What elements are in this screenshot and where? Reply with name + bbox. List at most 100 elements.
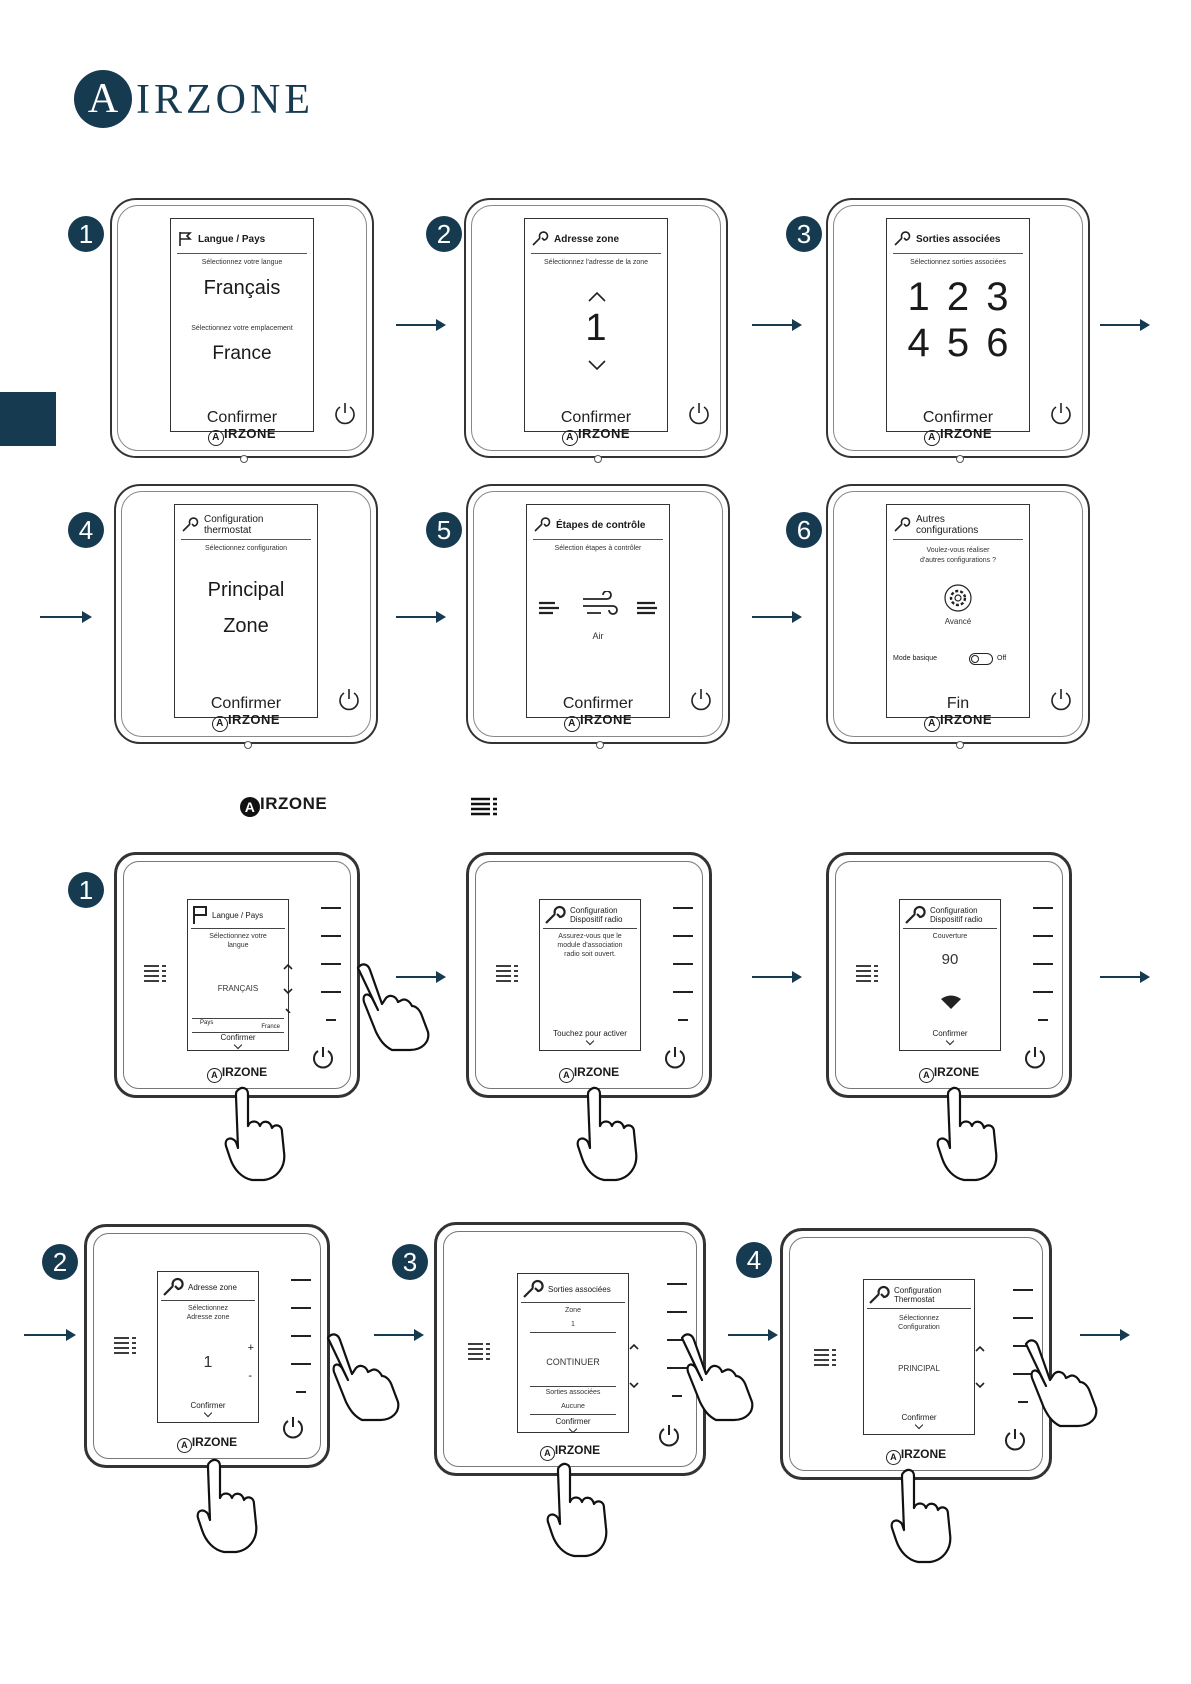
power-icon[interactable] (663, 1045, 687, 1069)
confirm-button[interactable]: Confirmer (210, 695, 282, 712)
config-option-zone[interactable]: Zone (223, 615, 269, 637)
chevron-down-icon[interactable] (587, 359, 607, 371)
pointing-hand-icon (576, 1086, 638, 1182)
power-icon[interactable] (657, 1423, 681, 1447)
config-option-principal[interactable]: Principal (207, 579, 285, 601)
cool-fan-icon[interactable] (635, 599, 659, 617)
menu-icon[interactable] (467, 1341, 491, 1363)
arrow-right (1100, 971, 1150, 983)
screen-title-line2: Thermostat (894, 1295, 935, 1304)
arrow-right (752, 611, 802, 623)
scroll-arrows-icon[interactable] (283, 963, 293, 1013)
continue-option[interactable]: CONTINUER (546, 1357, 600, 1367)
think-device-step2: Adresse zone Sélectionnez l'adresse de l… (464, 198, 728, 463)
confirm-button[interactable]: Confirmer (900, 1029, 1000, 1044)
chevron-up-icon[interactable] (587, 291, 607, 303)
confirm-button[interactable]: Confirmer (562, 695, 634, 712)
menu-icon[interactable] (813, 1347, 837, 1369)
touch-keys[interactable] (291, 1279, 311, 1419)
screen-title-line1: Configuration (570, 906, 618, 915)
arrow-right (752, 319, 802, 331)
confirm-button[interactable]: Confirmer (206, 409, 278, 426)
blueface-screen: Langue / Pays Sélectionnez votre langue … (187, 899, 289, 1051)
scroll-arrows-icon[interactable] (975, 1345, 985, 1391)
confirm-button[interactable]: Confirmer (864, 1413, 974, 1428)
screen-text: Sélectionnez (187, 1305, 229, 1312)
heat-fan-icon[interactable] (537, 597, 563, 619)
confirm-button[interactable]: Confirmer (518, 1417, 628, 1432)
touch-keys[interactable] (321, 907, 341, 1047)
touch-keys[interactable] (673, 907, 693, 1047)
screen-title-line2: configurations (916, 525, 979, 536)
power-icon[interactable] (281, 1415, 305, 1439)
pointing-hand-icon (326, 1333, 400, 1422)
touch-keys[interactable] (1013, 1289, 1033, 1429)
menu-icon[interactable] (143, 963, 167, 985)
touch-to-activate-button[interactable]: Touchez pour activer (540, 1029, 640, 1044)
zone-address-value: 1 (203, 1354, 213, 1371)
power-icon[interactable] (311, 1045, 335, 1069)
confirm-button[interactable]: Confirmer (188, 1033, 288, 1048)
advanced-label: Avancé (944, 617, 972, 626)
arrow-right (752, 971, 802, 983)
menu-icon[interactable] (855, 963, 879, 985)
screen-title: Langue / Pays (198, 233, 266, 245)
country-value[interactable]: France (261, 1024, 280, 1030)
country-value[interactable]: France (212, 343, 272, 364)
pointing-hand-icon (936, 1086, 998, 1182)
screen-subtitle: Sélection étapes à contrôler (554, 545, 642, 552)
arrow-right (40, 611, 92, 623)
gear-icon[interactable] (943, 583, 973, 613)
blueface-device-step1: Langue / Pays Sélectionnez votre langue … (114, 852, 360, 1098)
confirm-button[interactable]: Confirmer (158, 1401, 258, 1416)
screen-text: Adresse zone (186, 1314, 230, 1321)
wrench-icon (163, 1277, 184, 1296)
power-icon[interactable] (1023, 1045, 1047, 1069)
divider (530, 1386, 616, 1387)
power-icon[interactable] (336, 686, 362, 712)
menu-icon[interactable] (495, 963, 519, 985)
wrench-icon (182, 517, 199, 532)
plus-button[interactable]: + (247, 1342, 254, 1354)
arrow-right (396, 319, 446, 331)
touch-keys[interactable] (1033, 907, 1053, 1047)
language-value[interactable]: FRANÇAIS (217, 984, 259, 993)
section-tab (0, 392, 56, 446)
wrench-icon (869, 1285, 890, 1304)
minus-button[interactable]: - (248, 1370, 252, 1382)
power-icon[interactable] (688, 686, 714, 712)
pointing-hand-icon (356, 963, 430, 1052)
touch-keys[interactable] (667, 1283, 687, 1423)
language-value[interactable]: Français (203, 277, 281, 299)
power-icon[interactable] (686, 400, 712, 426)
airzone-logo: A IRZONE (74, 70, 310, 130)
config-value[interactable]: PRINCIPAL (898, 1364, 940, 1373)
power-icon[interactable] (332, 400, 358, 426)
power-icon[interactable] (1003, 1427, 1027, 1451)
finish-button[interactable]: Fin (946, 695, 970, 712)
power-icon[interactable] (1048, 686, 1074, 712)
scroll-arrows-icon[interactable] (629, 1343, 639, 1391)
screen-subtitle: Sélectionnez configuration (204, 545, 288, 552)
logo-mark: A (74, 70, 132, 128)
outputs-row-1[interactable]: 1 2 3 (907, 275, 1009, 319)
outputs-row-2[interactable]: 4 5 6 (907, 321, 1009, 365)
confirm-button[interactable]: Confirmer (922, 409, 994, 426)
power-icon[interactable] (1048, 400, 1074, 426)
air-mode-icon[interactable] (581, 591, 619, 621)
step-badge-2: 2 (42, 1244, 78, 1280)
screen-text: Sélectionnez votre (209, 933, 267, 940)
menu-icon[interactable] (113, 1335, 137, 1357)
basic-mode-toggle[interactable] (969, 653, 993, 665)
screen-title-line2: Dispositif radio (570, 915, 623, 924)
think-screen: Adresse zone Sélectionnez l'adresse de l… (524, 218, 668, 432)
screen-title: Langue / Pays (212, 910, 264, 920)
confirm-button[interactable]: Confirmer (560, 409, 632, 426)
